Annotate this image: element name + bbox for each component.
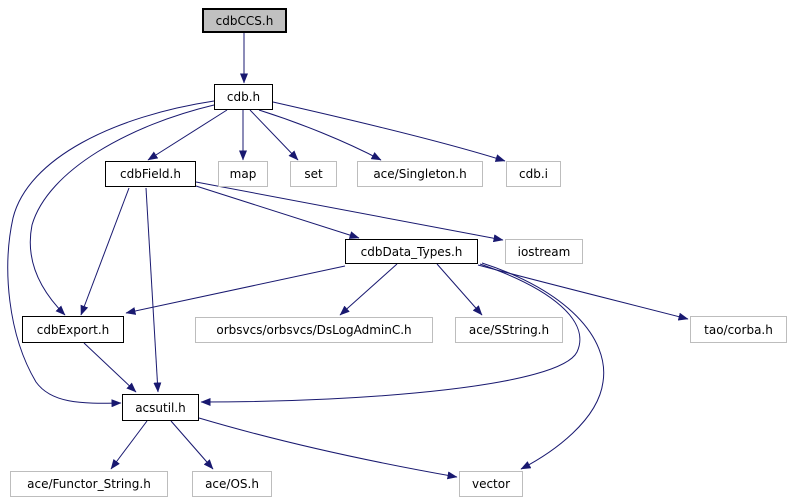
node-cdb.i: cdb.i (506, 161, 561, 187)
edge-cdbData_Types.h->ace/SString.h (436, 263, 483, 316)
edge-acsutil.h->vector (198, 417, 458, 480)
node-cdbExport.h[interactable]: cdbExport.h (22, 316, 124, 343)
edge-cdbField.h->iostream (195, 181, 504, 243)
edge-cdb.h->cdb.i (272, 101, 506, 162)
edge-cdbData_Types.h->orbsvcs/orbsvcs/DsLogAdminC.h (339, 263, 398, 316)
node-ace/Functor_String.h: ace/Functor_String.h (10, 471, 168, 497)
node-cdb.h[interactable]: cdb.h (214, 84, 273, 110)
node-cdbCCS.h: cdbCCS.h (202, 8, 287, 33)
node-tao/corba.h: tao/corba.h (690, 316, 787, 343)
node-orbsvcs/orbsvcs/DsLogAdminC.h: orbsvcs/orbsvcs/DsLogAdminC.h (195, 317, 433, 343)
edge-cdb.h->cdbExport.h (29, 104, 215, 316)
edge-cdbExport.h->acsutil.h (83, 342, 137, 393)
edge-cdbData_Types.h->tao/corba.h (477, 264, 689, 321)
node-set: set (290, 161, 337, 187)
node-ace/OS.h: ace/OS.h (192, 471, 272, 497)
node-iostream: iostream (505, 239, 583, 264)
node-map: map (218, 161, 268, 187)
node-ace/Singleton.h: ace/Singleton.h (357, 161, 483, 187)
edge-cdbField.h->acsutil.h (145, 187, 162, 393)
edge-acsutil.h->ace/Functor_String.h (110, 420, 148, 470)
edge-cdb.h->cdbField.h (147, 109, 228, 161)
edge-cdb.h->set (249, 109, 299, 161)
node-acsutil.h[interactable]: acsutil.h (122, 394, 199, 421)
node-cdbField.h[interactable]: cdbField.h (105, 161, 196, 187)
edge-cdbField.h->cdbData_Types.h (195, 185, 360, 239)
node-ace/SString.h: ace/SString.h (455, 317, 563, 343)
edge-cdb.h->acsutil.h (7, 100, 215, 408)
edge-cdbData_Types.h->cdbExport.h (125, 265, 346, 315)
edge-cdb.h->ace/Singleton.h (258, 109, 382, 161)
edge-cdbField.h->cdbExport.h (80, 187, 130, 316)
edge-cdbData_Types.h->vector (481, 262, 605, 470)
node-cdbData_Types.h[interactable]: cdbData_Types.h (345, 239, 478, 264)
edge-cdbData_Types.h->acsutil.h (200, 263, 581, 406)
edge-acsutil.h->ace/OS.h (170, 420, 214, 470)
node-vector: vector (459, 471, 523, 497)
